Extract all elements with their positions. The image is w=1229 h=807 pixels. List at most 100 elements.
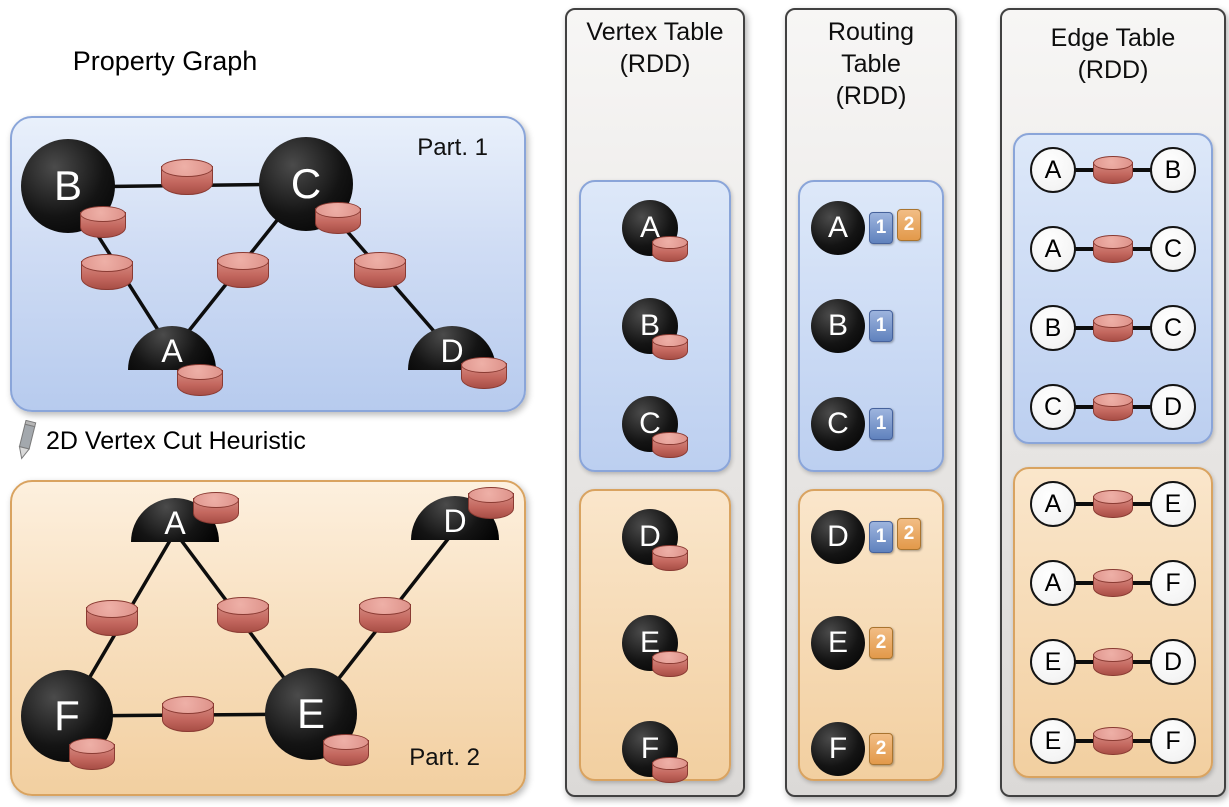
vertex-table-entry-D: D bbox=[622, 509, 688, 571]
edge-src-circle: A bbox=[1030, 147, 1076, 193]
edge-row-B-C: B C bbox=[1030, 305, 1196, 351]
vertex-label: F bbox=[54, 692, 80, 739]
vertex-label: F bbox=[1165, 568, 1181, 597]
routing-table-title: Routing Table (RDD) bbox=[785, 16, 957, 112]
edge-src-circle: A bbox=[1030, 226, 1076, 272]
routing-row-D: D 1 2 bbox=[811, 510, 941, 564]
vertex-table-entry-E: E bbox=[622, 615, 688, 677]
edge-row-A-F: A F bbox=[1030, 560, 1196, 606]
vertex-property-cylinder-icon bbox=[652, 236, 688, 262]
vertex-label: E bbox=[296, 690, 325, 737]
vertex-label: B bbox=[1164, 155, 1182, 184]
vertex-table-entry-A: A bbox=[622, 200, 688, 262]
edge-row-A-B: A B bbox=[1030, 147, 1196, 193]
vertex-label: C bbox=[827, 407, 849, 440]
vertex-table-entry-C: C bbox=[622, 396, 688, 458]
vertex-label: F bbox=[1165, 726, 1181, 755]
vertex-label: D bbox=[1163, 392, 1183, 421]
vertex-label: D bbox=[827, 520, 849, 553]
vertex-label: C bbox=[1163, 313, 1183, 342]
vertex-property-cylinder-icon bbox=[652, 545, 688, 571]
edge-dst-circle: D bbox=[1150, 384, 1196, 430]
edge-table-title: Edge Table (RDD) bbox=[1000, 22, 1226, 86]
routing-row-B: B 1 bbox=[811, 299, 941, 353]
edge-row-A-C: A C bbox=[1030, 226, 1196, 272]
partition-2-label: Part. 2 bbox=[409, 744, 480, 771]
edge-property-cylinder-icon bbox=[217, 597, 269, 633]
vertex-property-cylinder-icon bbox=[468, 487, 514, 520]
edge-property-cylinder-icon bbox=[1093, 314, 1133, 342]
vertex-label: D bbox=[1163, 647, 1183, 676]
edge-src-circle: A bbox=[1030, 481, 1076, 527]
routing-badge-partition1: 1 bbox=[869, 212, 893, 244]
edge-property-cylinder-icon bbox=[217, 252, 269, 288]
edge-dst-circle: F bbox=[1150, 718, 1196, 764]
vertex-property-cylinder-icon bbox=[652, 432, 688, 458]
routing-badge-partition2: 2 bbox=[869, 733, 893, 765]
vertex-property-cylinder-icon bbox=[652, 651, 688, 677]
routing-table-title-line1: Routing bbox=[827, 18, 915, 46]
vertex-property-cylinder-icon bbox=[652, 334, 688, 360]
routing-table-title-line3: (RDD) bbox=[835, 82, 907, 110]
vertex-property-cylinder-icon bbox=[193, 492, 239, 525]
vertex-cut-note-text: 2D Vertex Cut Heuristic bbox=[46, 426, 306, 455]
vertex-label: D bbox=[443, 503, 467, 539]
routing-badge-partition2: 2 bbox=[897, 209, 921, 241]
edge-table-title-line2: (RDD) bbox=[1077, 56, 1149, 84]
partition-1-label: Part. 1 bbox=[417, 134, 488, 161]
edge-src-circle: E bbox=[1030, 639, 1076, 685]
edge-property-cylinder-icon bbox=[1093, 235, 1133, 263]
edge-property-cylinder-icon bbox=[161, 159, 213, 195]
vertex-table-entry-F: F bbox=[622, 721, 688, 783]
edge-dst-circle: F bbox=[1150, 560, 1196, 606]
vertex-circle: E bbox=[811, 616, 865, 670]
vertex-table-title-line1: Vertex Table bbox=[586, 18, 724, 46]
vertex-label: C bbox=[1043, 392, 1063, 421]
vertex-label: A bbox=[164, 505, 186, 541]
vertex-label: C bbox=[290, 160, 322, 207]
vertex-label: B bbox=[827, 309, 848, 342]
vertex-circle: D bbox=[811, 510, 865, 564]
edge-property-cylinder-icon bbox=[1093, 490, 1133, 518]
edge-src-circle: C bbox=[1030, 384, 1076, 430]
edge-property-cylinder-icon bbox=[86, 600, 138, 636]
routing-badge-partition1: 1 bbox=[869, 310, 893, 342]
vertex-cut-note: 2D Vertex Cut Heuristic bbox=[14, 420, 306, 462]
vertex-label: A bbox=[1044, 489, 1062, 518]
pencil-icon bbox=[18, 420, 37, 460]
edge-dst-circle: E bbox=[1150, 481, 1196, 527]
edge-property-cylinder-icon bbox=[359, 597, 411, 633]
edge-property-cylinder-icon bbox=[1093, 393, 1133, 421]
edge-property-cylinder-icon bbox=[1093, 648, 1133, 676]
vertex-label: E bbox=[1044, 647, 1062, 676]
vertex-label: E bbox=[1164, 489, 1182, 518]
edge-property-cylinder-icon bbox=[162, 696, 214, 732]
edge-property-cylinder-icon bbox=[1093, 569, 1133, 597]
routing-table-title-line2: Table bbox=[841, 50, 901, 78]
edge-dst-circle: B bbox=[1150, 147, 1196, 193]
routing-row-E: E 2 bbox=[811, 616, 941, 670]
edge-property-cylinder-icon bbox=[81, 254, 133, 290]
vertex-label: B bbox=[1044, 313, 1062, 342]
vertex-label: A bbox=[1044, 155, 1062, 184]
routing-badge-partition1: 1 bbox=[869, 408, 893, 440]
edge-row-A-E: A E bbox=[1030, 481, 1196, 527]
vertex-label: E bbox=[1044, 726, 1062, 755]
vertex-circle: F bbox=[811, 722, 865, 776]
vertex-circle: C bbox=[811, 397, 865, 451]
routing-row-F: F 2 bbox=[811, 722, 941, 776]
edge-src-circle: B bbox=[1030, 305, 1076, 351]
vertex-circle: B bbox=[811, 299, 865, 353]
vertex-property-cylinder-icon bbox=[69, 738, 115, 771]
edge-property-cylinder-icon bbox=[354, 252, 406, 288]
vertex-table-entry-B: B bbox=[622, 298, 688, 360]
vertex-label: A bbox=[1044, 568, 1062, 597]
routing-row-C: C 1 bbox=[811, 397, 941, 451]
vertex-label: B bbox=[53, 162, 82, 209]
vertex-table-title: Vertex Table (RDD) bbox=[565, 16, 745, 80]
edge-dst-circle: C bbox=[1150, 226, 1196, 272]
vertex-label: F bbox=[828, 732, 848, 765]
edge-row-E-F: E F bbox=[1030, 718, 1196, 764]
vertex-label: A bbox=[827, 211, 848, 244]
